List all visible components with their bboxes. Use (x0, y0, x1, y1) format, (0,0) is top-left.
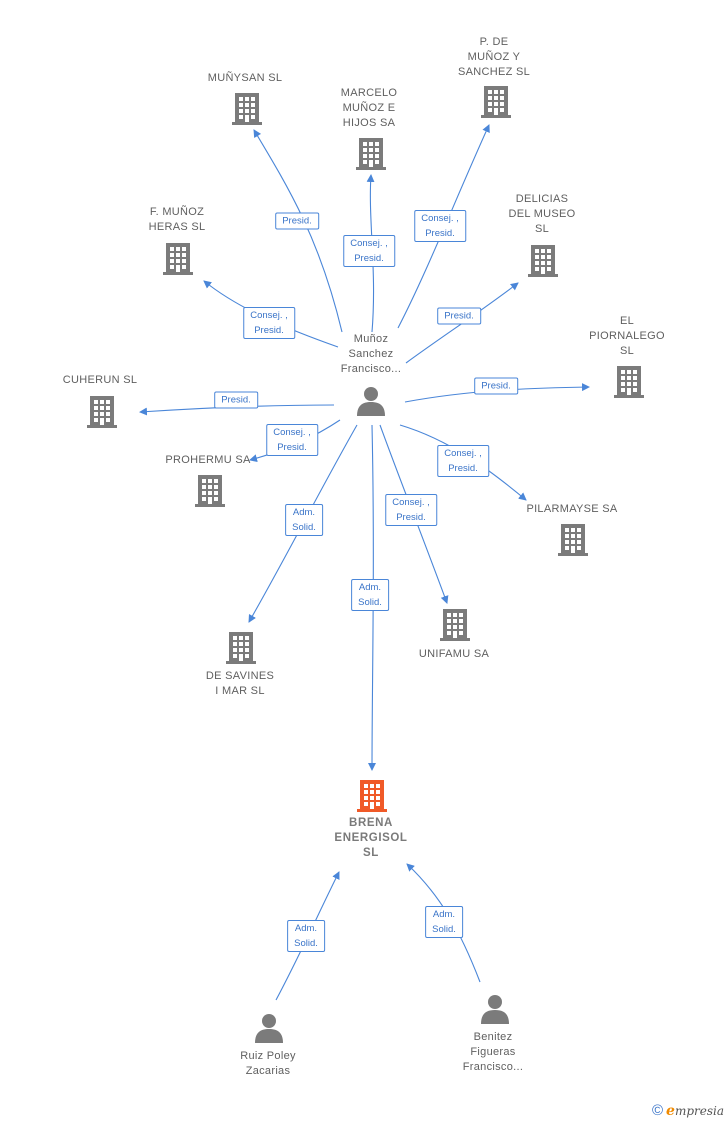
node-label-benitez[interactable]: Benitez Figueras Francisco... (462, 1031, 524, 1073)
building-icon[interactable] (163, 243, 193, 275)
building-icon[interactable] (87, 396, 117, 428)
edge-delicias (405, 282, 519, 364)
relation-label-marcelo[interactable]: Consej. , Presid. (343, 235, 395, 267)
building-icon[interactable] (232, 93, 262, 125)
building-icon[interactable] (528, 245, 558, 277)
edge-brena-main (368, 424, 377, 771)
relation-label-cuherun[interactable]: Presid. (214, 391, 258, 409)
brand-logo[interactable]: empresia (666, 1103, 724, 1119)
node-label-f-munoz[interactable]: F. MUÑOZ HERAS SL (148, 206, 206, 233)
node-label-prohermu[interactable]: PROHERMU SA (165, 454, 251, 466)
building-icon[interactable] (226, 632, 256, 664)
node-label-piornalego[interactable]: EL PIORNALEGO SL (589, 315, 665, 357)
node-label-cuherun[interactable]: CUHERUN SL (62, 374, 138, 386)
relation-label-p-munoz[interactable]: Consej. , Presid. (414, 210, 466, 242)
building-icon[interactable] (356, 138, 386, 170)
node-label-p-munoz[interactable]: P. DE MUÑOZ Y SANCHEZ SL (457, 36, 531, 78)
copyright-icon: © (651, 1102, 664, 1119)
node-label-ruiz[interactable]: Ruiz Poley Zacarias (240, 1050, 296, 1077)
node-label-brena[interactable]: BRENA ENERGISOL SL (334, 817, 408, 859)
relation-label-pilarmayse[interactable]: Consej. , Presid. (437, 445, 489, 477)
person-icon[interactable] (357, 387, 385, 416)
relation-label-prohermu[interactable]: Consej. , Presid. (266, 424, 318, 456)
relation-label-delicias[interactable]: Presid. (437, 307, 481, 325)
node-label-munysan[interactable]: MUÑYSAN SL (207, 72, 283, 84)
relation-label-piornalego[interactable]: Presid. (474, 377, 518, 395)
node-label-person-main[interactable]: Muñoz Sanchez Francisco... (340, 333, 402, 375)
building-icon[interactable] (614, 366, 644, 398)
relation-label-brena-main[interactable]: Adm. Solid. (351, 579, 389, 611)
relation-label-ruiz[interactable]: Adm. Solid. (287, 920, 325, 952)
node-label-unifamu[interactable]: UNIFAMU SA (418, 648, 490, 660)
building-icon[interactable] (440, 609, 470, 641)
person-icon[interactable] (255, 1014, 283, 1043)
relation-label-benitez[interactable]: Adm. Solid. (425, 906, 463, 938)
node-label-delicias[interactable]: DELICIAS DEL MUSEO SL (508, 193, 576, 235)
node-label-savines[interactable]: DE SAVINES I MAR SL (205, 670, 275, 697)
relation-label-munysan[interactable]: Presid. (275, 212, 319, 230)
node-label-marcelo[interactable]: MARCELO MUÑOZ E HIJOS SA (340, 87, 398, 129)
building-icon[interactable] (558, 524, 588, 556)
copyright-notice: ©empresia (652, 1102, 724, 1119)
relation-label-f-munoz[interactable]: Consej. , Presid. (243, 307, 295, 339)
person-icon[interactable] (481, 995, 509, 1024)
relation-label-unifamu[interactable]: Consej. , Presid. (385, 494, 437, 526)
relation-label-savines[interactable]: Adm. Solid. (285, 504, 323, 536)
building-icon[interactable] (357, 780, 387, 812)
edge-munysan (253, 129, 343, 333)
building-icon[interactable] (481, 86, 511, 118)
node-label-pilarmayse[interactable]: PILARMAYSE SA (526, 503, 618, 515)
building-icon[interactable] (195, 475, 225, 507)
